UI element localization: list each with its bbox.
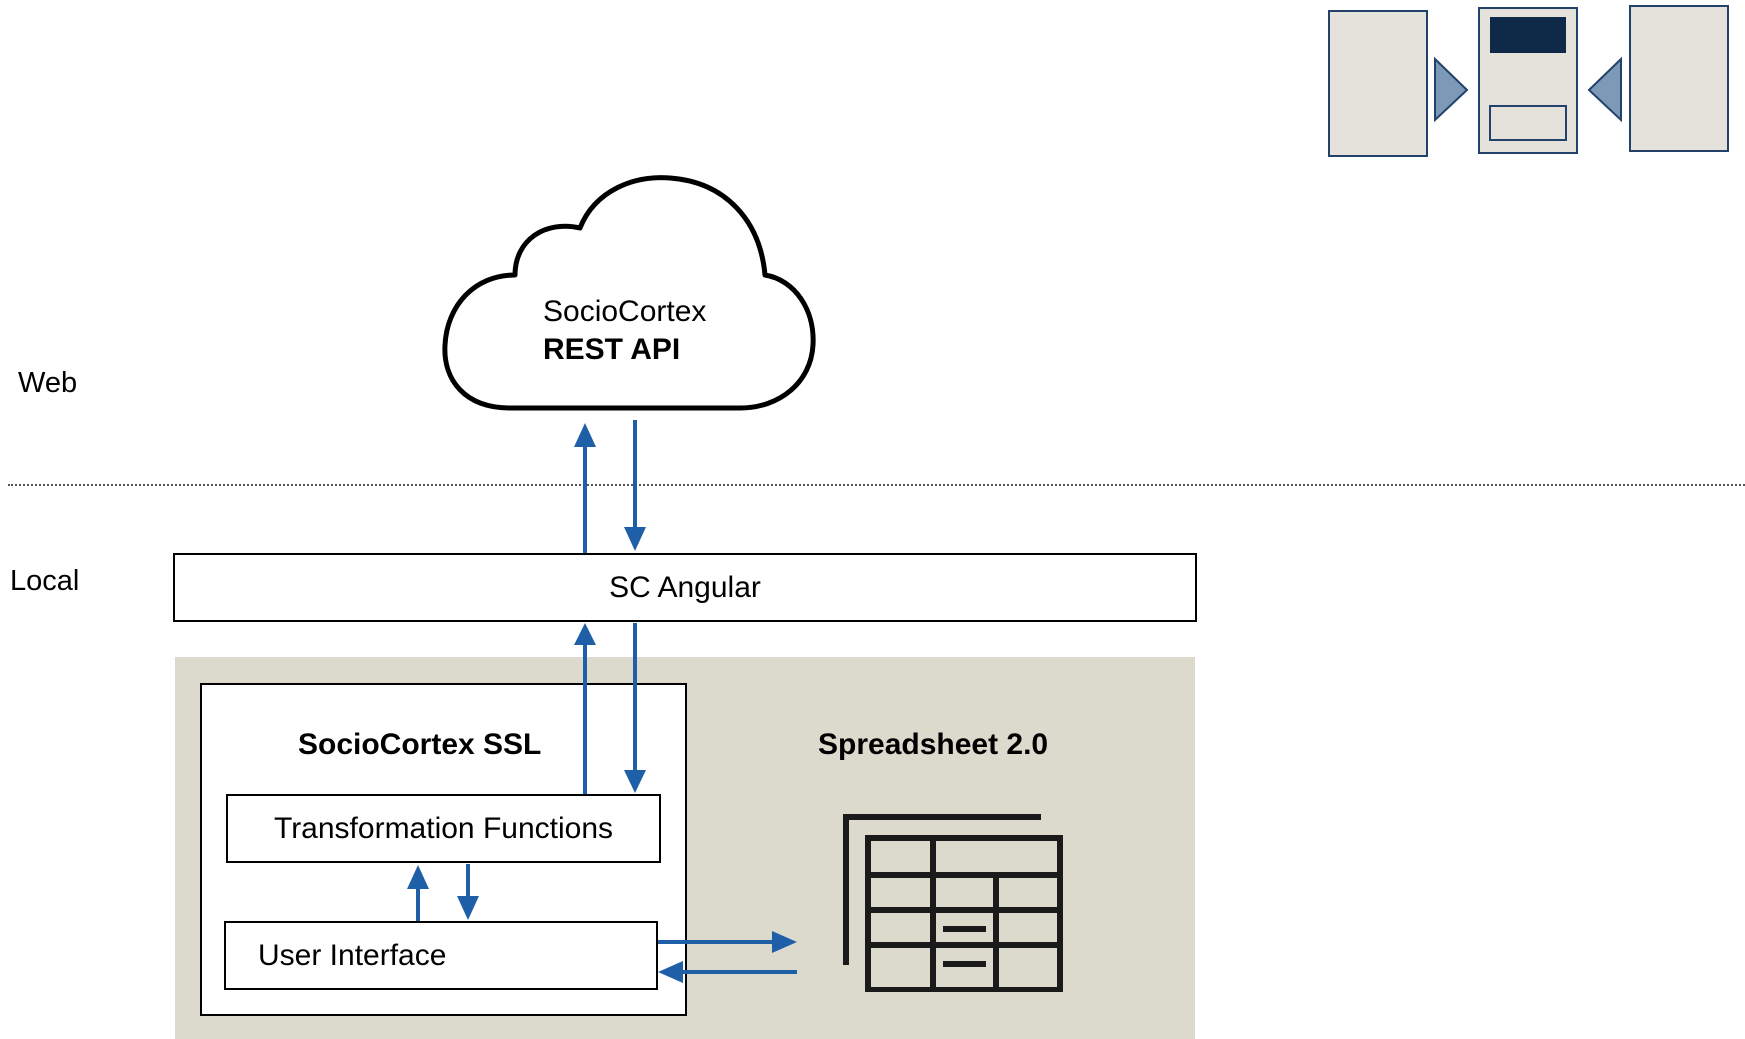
transformation-functions-box: Transformation Functions — [226, 794, 661, 863]
thumb-right-triangle-icon — [1434, 56, 1469, 123]
arrow-up-to-angular-head — [574, 623, 596, 645]
thumb-right-page — [1629, 5, 1729, 152]
user-interface-box: User Interface — [224, 921, 658, 990]
layer-label-web: Web — [18, 367, 78, 399]
cloud-subtitle: REST API — [543, 333, 681, 366]
sc-angular-label: SC Angular — [609, 570, 761, 604]
user-interface-label: User Interface — [258, 938, 447, 972]
thumb-left-page — [1328, 10, 1428, 157]
arrow-down-from-cloud-head — [624, 527, 646, 551]
thumb-center-block — [1489, 105, 1567, 141]
arrow-up-to-cloud-head — [574, 423, 596, 447]
cloud-title: SocioCortex — [543, 295, 707, 328]
sc-angular-box: SC Angular — [173, 553, 1197, 622]
spreadsheet-title: Spreadsheet 2.0 — [818, 728, 1049, 761]
web-local-divider — [8, 484, 1745, 486]
rest-api-cloud: SocioCortex REST API — [435, 170, 820, 415]
ssl-title: SocioCortex SSL — [298, 728, 542, 761]
cloud-icon — [442, 175, 816, 411]
layer-label-local: Local — [10, 565, 80, 597]
slide-navigation-thumbnail — [1328, 5, 1729, 157]
spreadsheet-table-icon — [843, 814, 1063, 992]
thumb-left-triangle-icon — [1587, 56, 1622, 123]
thumb-center-header — [1490, 17, 1566, 53]
transformation-functions-label: Transformation Functions — [273, 811, 614, 845]
